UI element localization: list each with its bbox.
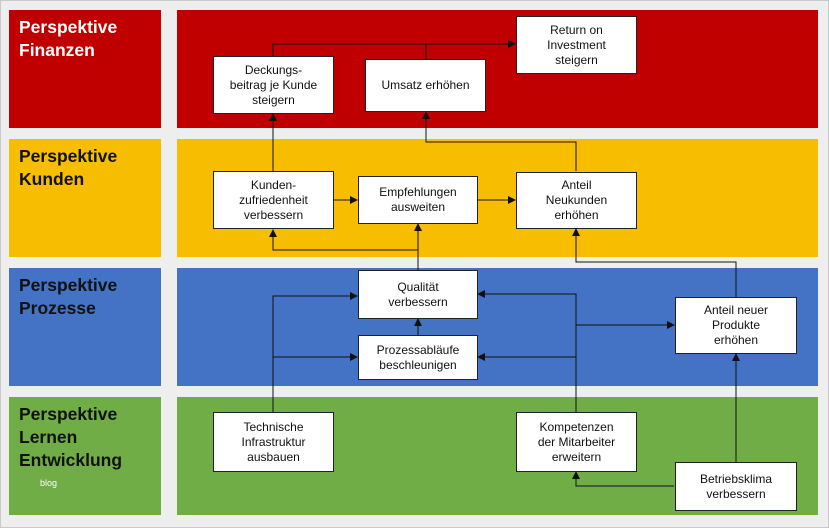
band-title-line: Lernen — [19, 427, 78, 447]
band-label-lernen: Perspektive Lernen Entwicklung — [9, 397, 161, 515]
band-title-prozesse: Perspektive Prozesse — [19, 274, 117, 320]
band-title-finanzen: Perspektive Finanzen — [19, 16, 117, 62]
band-title-line: Perspektive — [19, 146, 118, 166]
band-title-line: Entwicklung — [19, 450, 123, 470]
arrow-neukunden-umsatz — [422, 111, 577, 171]
arrow-infrastruktur-qualitaet — [272, 292, 358, 412]
band-title-line: Perspektive — [19, 275, 118, 295]
watermark-text: blog — [40, 478, 58, 488]
band-title-line: Perspektive — [19, 404, 118, 424]
band-label-prozesse: Perspektive Prozesse — [9, 268, 161, 386]
band-title-lernen: Perspektive Lernen Entwicklung — [19, 403, 122, 472]
band-label-kunden: Perspektive Kunden — [9, 139, 161, 257]
band-title-kunden: Perspektive Kunden — [19, 145, 117, 191]
arrow-qualitaet-zufriedenheit — [269, 229, 418, 251]
band-title-line: Finanzen — [19, 40, 95, 60]
arrow-deckungsbeitrag-roi — [272, 40, 516, 56]
band-title-line: Perspektive — [19, 17, 118, 37]
band-title-line: Kunden — [19, 169, 85, 189]
band-label-finanzen: Perspektive Finanzen — [9, 10, 161, 128]
arrow-betriebsklima-kompetenzen — [572, 471, 674, 487]
arrow-kompetenzen-qualitaet — [477, 290, 577, 412]
arrow-produkte-neukunden — [572, 228, 737, 297]
box-umsatz: Umsatz erhöhen — [365, 59, 486, 112]
band-title-line: Prozesse — [19, 298, 96, 318]
